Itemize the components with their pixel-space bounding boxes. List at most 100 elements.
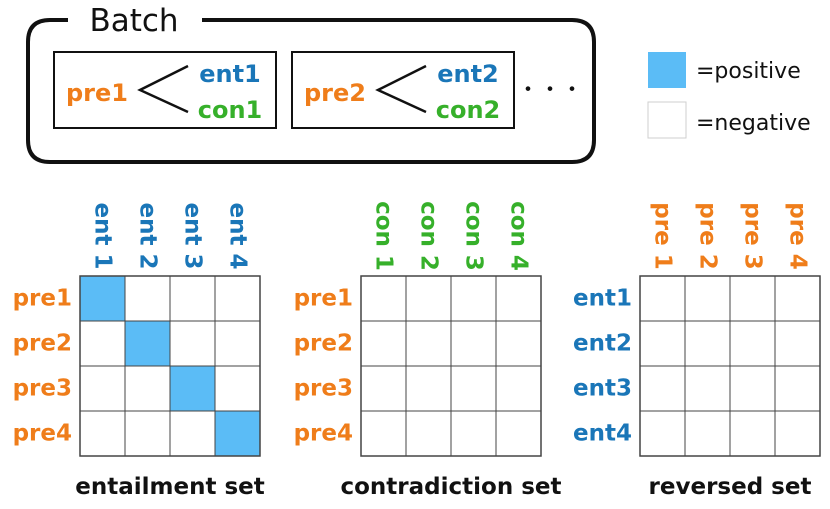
matrix-cell-negative xyxy=(450,320,497,367)
group-2-contradiction: con2 xyxy=(436,96,501,124)
legend-negative-label: =negative xyxy=(696,111,811,136)
matrix-cell-negative xyxy=(450,410,497,457)
group-2-entailment: ent2 xyxy=(437,60,499,88)
matrix-cell-negative xyxy=(774,410,821,457)
matrix-cell-negative xyxy=(124,410,171,457)
matrix-reversed-row-label: ent1 xyxy=(573,286,632,312)
group-1-fork xyxy=(137,64,189,114)
matrix-cell-negative xyxy=(639,275,686,322)
matrix-cell-negative xyxy=(214,320,261,367)
matrix-entailment-column-label: ent 4 xyxy=(225,203,251,270)
matrix-cell-negative xyxy=(124,365,171,412)
matrix-contradiction-column-label: con 2 xyxy=(416,201,442,271)
matrix-entailment-row-label: pre1 xyxy=(13,286,72,312)
group-1-entailment: ent1 xyxy=(199,60,261,88)
matrix-entailment-row-label: pre3 xyxy=(13,376,72,402)
matrix-cell-negative xyxy=(495,365,542,412)
batch-container: Batch pre1 ent1 con1 pre2 ent2 con2 ・・・ xyxy=(26,3,596,164)
matrix-cell-negative xyxy=(495,320,542,367)
group-1-contradiction: con1 xyxy=(198,96,263,124)
matrix-cell-negative xyxy=(729,410,776,457)
legend-negative-swatch xyxy=(647,101,687,139)
matrix-cell-negative xyxy=(774,320,821,367)
matrix-reversed-border xyxy=(639,275,821,457)
group-2-box xyxy=(291,51,515,129)
matrix-cell-negative xyxy=(169,410,216,457)
matrix-cell-positive xyxy=(124,320,171,367)
batch-ellipsis: ・・・ xyxy=(517,78,583,103)
matrix-entailment-column-label: ent 2 xyxy=(135,203,161,270)
matrix-reversed-column-label: pre 1 xyxy=(650,202,676,269)
matrix-contradiction-row-label: pre2 xyxy=(294,331,353,357)
legend-positive-label: =positive xyxy=(696,59,801,84)
matrix-cell-negative xyxy=(214,275,261,322)
matrix-cell-positive xyxy=(79,275,126,322)
matrix-cell-negative xyxy=(405,320,452,367)
matrix-reversed-caption: reversed set xyxy=(649,474,812,500)
matrix-entailment-column-label: ent 1 xyxy=(90,203,116,270)
matrix-reversed-row-label: ent2 xyxy=(573,331,632,357)
matrix-reversed: pre 1 pre 2 pre 3 pre 4 ent1 ent2 ent3 ent4 reve… xyxy=(573,202,821,500)
matrix-contradiction-row-label: pre4 xyxy=(294,421,353,447)
matrix-entailment-border xyxy=(79,275,261,457)
matrix-cell-negative xyxy=(639,410,686,457)
matrix-cell-negative xyxy=(360,320,407,367)
matrix-cell-negative xyxy=(729,320,776,367)
matrix-contradiction-row-label: pre1 xyxy=(294,286,353,312)
matrix-cell-negative xyxy=(774,275,821,322)
matrix-cell-negative xyxy=(79,410,126,457)
matrix-contradiction-column-label: con 3 xyxy=(461,201,487,271)
group-2-premise: pre2 xyxy=(304,79,366,107)
matrix-reversed-row-label: ent4 xyxy=(573,421,632,447)
matrix-cell-negative xyxy=(450,275,497,322)
batch-group-2: pre2 ent2 con2 xyxy=(291,51,515,129)
matrix-cell-negative xyxy=(684,275,731,322)
matrix-reversed-column-label: pre 3 xyxy=(740,202,766,269)
matrix-contradiction-row-label: pre3 xyxy=(294,376,353,402)
batch-title: Batch xyxy=(89,3,178,39)
matrix-reversed-row-label: ent3 xyxy=(573,376,632,402)
matrix-cell-negative xyxy=(684,410,731,457)
legend-positive-swatch xyxy=(648,52,686,88)
matrix-cell-negative xyxy=(169,320,216,367)
batch-group-1: pre1 ent1 con1 xyxy=(53,51,277,129)
matrix-contradiction-column-label: con 1 xyxy=(371,201,397,271)
matrices: ent 1 ent 2 ent 3 ent 4 pre1 pre2 pre3 pre4 enta… xyxy=(13,201,821,500)
matrix-cell-negative xyxy=(639,365,686,412)
matrix-contradiction-border xyxy=(360,275,542,457)
matrix-reversed-column-label: pre 4 xyxy=(785,202,811,269)
matrix-cell-negative xyxy=(495,410,542,457)
matrix-entailment: ent 1 ent 2 ent 3 ent 4 pre1 pre2 pre3 pre4 enta… xyxy=(13,203,265,500)
matrix-cell-negative xyxy=(79,365,126,412)
matrix-cell-negative xyxy=(729,365,776,412)
matrix-cell-negative xyxy=(639,320,686,367)
matrix-reversed-column-label: pre 2 xyxy=(695,202,721,269)
matrix-cell-positive xyxy=(169,365,216,412)
matrix-entailment-column-label: ent 3 xyxy=(180,203,206,270)
matrix-cell-negative xyxy=(405,275,452,322)
batch-frame xyxy=(26,18,596,164)
matrix-cell-negative xyxy=(684,365,731,412)
matrix-cell-negative xyxy=(360,275,407,322)
matrix-cell-negative xyxy=(169,275,216,322)
matrix-cell-negative xyxy=(405,410,452,457)
matrix-entailment-caption: entailment set xyxy=(75,474,264,500)
group-2-fork xyxy=(375,64,427,114)
matrix-entailment-row-label: pre2 xyxy=(13,331,72,357)
matrix-contradiction-caption: contradiction set xyxy=(341,474,562,500)
matrix-cell-positive xyxy=(214,410,261,457)
group-1-box xyxy=(53,51,277,129)
matrix-cell-negative xyxy=(79,320,126,367)
matrix-cell-negative xyxy=(774,365,821,412)
matrix-cell-negative xyxy=(360,365,407,412)
legend: =positive =negative xyxy=(647,52,811,139)
matrix-entailment-row-label: pre4 xyxy=(13,421,72,447)
matrix-cell-negative xyxy=(124,275,171,322)
matrix-cell-negative xyxy=(729,275,776,322)
matrix-cell-negative xyxy=(684,320,731,367)
matrix-cell-negative xyxy=(495,275,542,322)
matrix-cell-negative xyxy=(405,365,452,412)
